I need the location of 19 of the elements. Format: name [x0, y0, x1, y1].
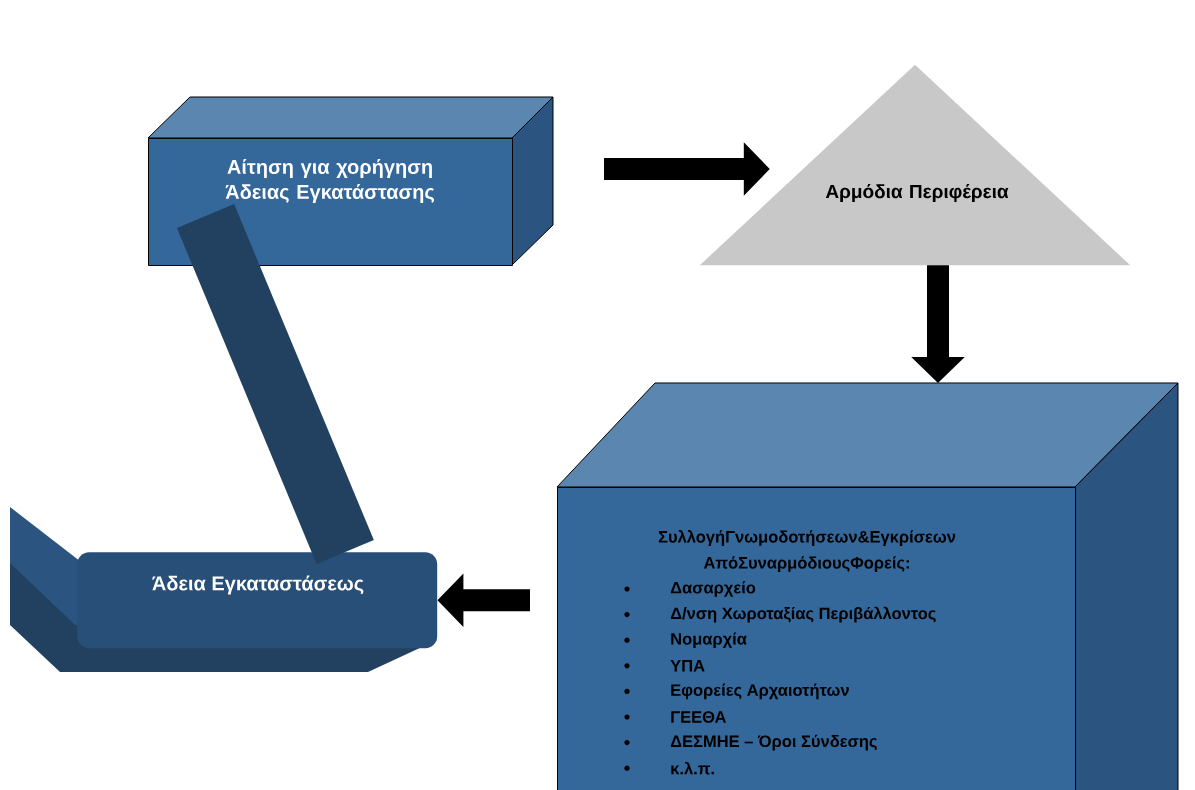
process-box: Αίτηση για χορήγηση Άδειας Εγκατάστασης — [147, 96, 554, 266]
list-item: Δ/νση Χωροταξίας Περιβάλλοντος — [624, 606, 936, 623]
node-label: Νομαρχία — [671, 632, 747, 648]
node-label: ΓΕΕΘΑ — [671, 711, 727, 723]
list-item: ΔΕΣΜΗΕ – Όροι Σύνδεσης — [624, 734, 877, 751]
node-label: κ.λ.π. — [671, 761, 714, 775]
list-item: Εφορείες Αρχαιοτήτων — [624, 683, 849, 700]
list-item: ΥΠΑ — [624, 660, 705, 672]
node-label: ΥΠΑ — [670, 660, 705, 672]
result-box: Άδεια Εγκαταστάσεως — [10, 507, 438, 672]
region-triangle: Αρμόδια Περιφέρεια — [699, 64, 1131, 266]
list-item: Νομαρχία — [624, 632, 747, 648]
node-label: Δασαρχείο — [670, 581, 756, 597]
connector-band — [176, 204, 374, 564]
node-label: Εφορείες Αρχαιοτήτων — [671, 683, 849, 700]
list-item: κ.λ.π. — [624, 761, 714, 775]
list-item: Δασαρχείο — [624, 581, 756, 597]
node-label: ΔΕΣΜΗΕ – Όροι Σύνδεσης — [670, 734, 877, 751]
list-item: ΓΕΕΘΑ — [624, 711, 726, 723]
